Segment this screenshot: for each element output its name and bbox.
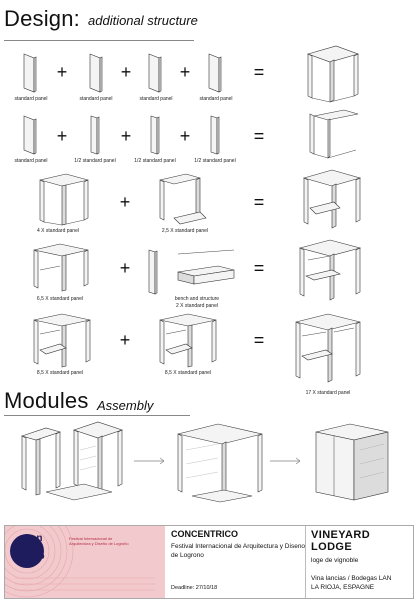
component-label: standard panel xyxy=(14,96,48,102)
equals-operator: = xyxy=(253,62,265,82)
equals-operator: = xyxy=(253,126,265,146)
design-title: Design: xyxy=(4,6,80,31)
competition-name: CONCENTRICO xyxy=(171,529,238,539)
footer-divider xyxy=(305,526,306,598)
half-panel-illustration xyxy=(150,115,160,155)
component-label: 1/2 standard panel xyxy=(134,158,176,164)
plus-operator: + xyxy=(119,258,131,278)
project-subtitle: loge de vignoble xyxy=(311,557,359,564)
bench-structure-illustration xyxy=(177,249,235,285)
panel-illustration xyxy=(148,249,158,295)
equals-operator: = xyxy=(253,330,265,350)
location-line-1: Vina lancias / Bodegas LAN xyxy=(311,575,392,582)
panel-illustration xyxy=(23,115,37,155)
component-label: 4 X standard panel xyxy=(37,228,79,234)
plus-operator: + xyxy=(179,62,191,82)
plus-operator: + xyxy=(120,126,132,146)
arrow-icon xyxy=(270,457,301,465)
component-label: 17 X standard panel xyxy=(305,390,351,396)
logo-circle xyxy=(10,534,44,568)
plus-operator: + xyxy=(119,192,131,212)
plus-operator: + xyxy=(56,126,68,146)
location-line-2: LA RIOJA, ESPAGNE xyxy=(311,584,375,591)
design-subtitle: additional structure xyxy=(88,13,198,28)
competition-description: Festival Internacional de Arquitectura y… xyxy=(171,543,306,559)
plus-operator: + xyxy=(119,330,131,350)
panel-illustration xyxy=(23,53,37,93)
partial-frame-illustration xyxy=(309,109,359,159)
festival-logo-block: Con cen trico Festival Internacional de … xyxy=(5,526,165,598)
assembly-step-3 xyxy=(315,423,389,501)
frame-assembly-illustration xyxy=(307,45,359,103)
half-panel-illustration xyxy=(210,115,220,155)
component-label: 1/2 standard panel xyxy=(74,158,116,164)
module-half-illustration xyxy=(159,313,217,368)
component-label: 8,5 X standard panel xyxy=(164,370,212,376)
logo-subtitle: Festival Internacional de Arquitectura y… xyxy=(69,536,129,546)
plus-operator: + xyxy=(179,126,191,146)
component-label: 6,5 X standard panel xyxy=(36,296,84,302)
component-label: standard panel xyxy=(79,96,113,102)
full-module-illustration xyxy=(295,313,361,383)
extension-frame-illustration xyxy=(159,173,207,225)
panel-illustration xyxy=(89,53,103,93)
component-label: 2,5 X standard panel xyxy=(161,228,209,234)
component-label: 1/2 standard panel xyxy=(194,158,236,164)
modules-rule xyxy=(4,415,190,416)
logo-wordmark: Con cen trico xyxy=(23,533,45,562)
concentric-rings-graphic xyxy=(5,526,155,598)
component-label: 2 X standard panel xyxy=(176,303,218,309)
combined-frame-illustration xyxy=(302,169,362,229)
project-title: VINEYARD LODGE xyxy=(311,529,371,553)
arrow-icon xyxy=(134,457,165,465)
assembly-step-1 xyxy=(20,421,123,501)
design-rule xyxy=(4,40,194,41)
component-label: 8,5 X standard panel xyxy=(36,370,84,376)
plus-operator: + xyxy=(56,62,68,82)
modules-title: Modules xyxy=(4,388,89,413)
panel-illustration xyxy=(148,53,162,93)
component-label: bench and structure xyxy=(174,296,220,302)
component-label: standard panel xyxy=(14,158,48,164)
component-label: standard panel xyxy=(139,96,173,102)
footer-panel: Con cen trico Festival Internacional de … xyxy=(4,525,414,599)
box-frame-illustration xyxy=(39,173,89,226)
component-label: standard panel xyxy=(199,96,233,102)
deadline-text: Deadline: 27/10/18 xyxy=(171,585,218,591)
plus-operator: + xyxy=(120,62,132,82)
panel-illustration xyxy=(208,53,222,93)
half-panel-illustration xyxy=(90,115,100,155)
equals-operator: = xyxy=(253,192,265,212)
modules-subtitle: Assembly xyxy=(97,398,154,413)
module-with-bench-illustration xyxy=(298,239,362,301)
assembly-step-2 xyxy=(177,423,263,503)
equals-operator: = xyxy=(253,258,265,278)
module-frame-illustration xyxy=(33,243,89,292)
module-half-illustration xyxy=(33,313,91,368)
